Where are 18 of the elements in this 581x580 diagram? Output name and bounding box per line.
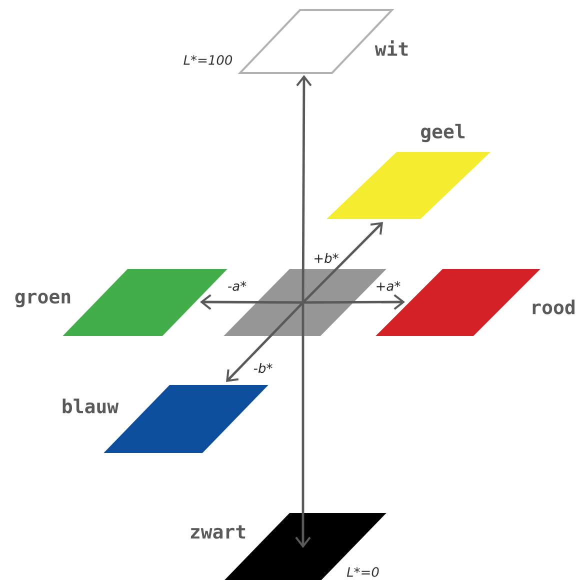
arrow bbox=[303, 294, 405, 310]
arrow bbox=[296, 75, 312, 302]
axis-label: +a* bbox=[376, 281, 400, 291]
level-label: L*=0 bbox=[346, 567, 379, 577]
color-label: wit bbox=[374, 40, 408, 56]
color-label: groen bbox=[15, 292, 70, 308]
arrow bbox=[200, 294, 304, 310]
arrow bbox=[295, 302, 311, 548]
color-label: zwart bbox=[190, 525, 246, 539]
color-label: rood bbox=[532, 300, 574, 314]
color-label: geel bbox=[421, 124, 465, 142]
arrow bbox=[226, 302, 304, 382]
axis-label: +b* bbox=[314, 252, 338, 264]
color-label: blauw bbox=[62, 398, 119, 414]
arrow bbox=[302, 222, 383, 304]
level-label: L*=100 bbox=[184, 55, 232, 65]
axis-label: -b* bbox=[254, 362, 272, 374]
axis-label: -a* bbox=[228, 281, 246, 291]
